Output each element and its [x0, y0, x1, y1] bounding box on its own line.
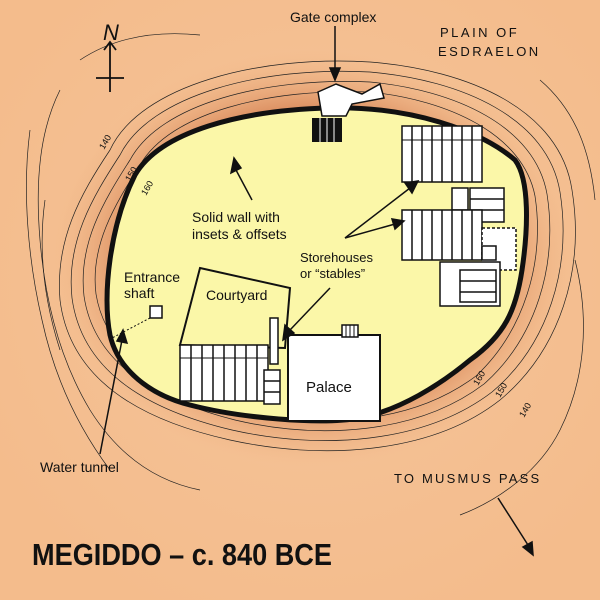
- water-tunnel-path: [111, 317, 151, 339]
- storehouses-label-line2: or “stables”: [300, 266, 365, 281]
- courtyard-complex: [178, 266, 292, 365]
- map-title: MEGIDDO – c. 840 BCE: [32, 537, 332, 572]
- entrance-shaft: [149, 305, 163, 319]
- gate-complex-label: Gate complex: [290, 9, 376, 25]
- musmus-label: TO MUSMUS PASS: [394, 471, 541, 486]
- plain-label-line1: PLAIN OF: [440, 25, 519, 40]
- north-arrow-icon: [96, 40, 124, 92]
- palace-building: [287, 324, 381, 422]
- storehouses-south: [179, 344, 281, 405]
- palace-label: Palace: [306, 379, 352, 396]
- entrance-label-line2: shaft: [124, 285, 154, 301]
- storehouses-label-line1: Storehouses: [300, 250, 373, 265]
- water-tunnel-label: Water tunnel: [40, 459, 119, 475]
- courtyard-label: Courtyard: [206, 287, 267, 303]
- city-area: [104, 105, 529, 424]
- label-arrows: [99, 26, 534, 557]
- storehouses-east: [401, 209, 517, 307]
- entrance-label-line1: Entrance: [124, 269, 180, 285]
- gate-complex: [312, 82, 385, 142]
- north-label: N: [103, 20, 119, 45]
- plain-label-line2: ESDRAELON: [438, 44, 541, 59]
- wall-label-line2: insets & offsets: [192, 226, 287, 242]
- contour-lines: [26, 33, 596, 516]
- wall-label-line1: Solid wall with: [192, 209, 280, 225]
